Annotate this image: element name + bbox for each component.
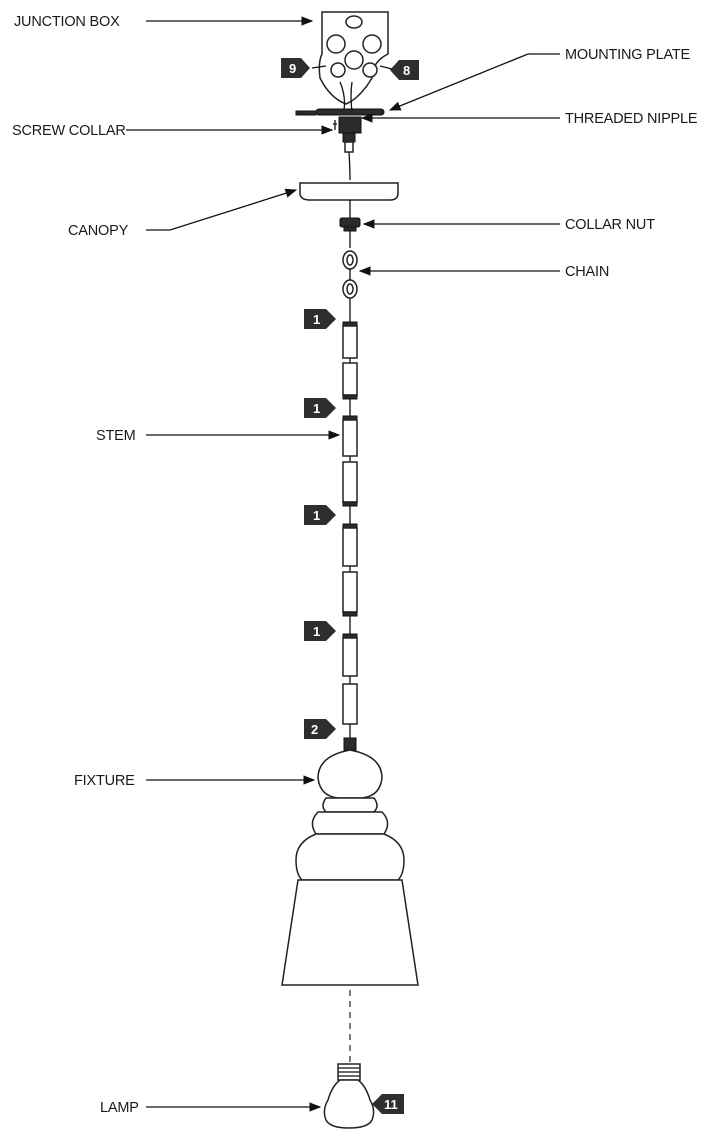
collar-nut-part [339,217,361,248]
label-mounting-plate: MOUNTING PLATE [565,47,691,63]
badge-11-text: 11 [384,1097,398,1112]
badge-1b-text: 1 [313,401,320,416]
badge-1d-text: 1 [313,624,320,639]
label-threaded-nipple: THREADED NIPPLE [565,111,698,127]
step-badge-2: 2 [304,719,336,739]
canopy-part [299,182,399,201]
badge-9-text: 9 [289,61,296,76]
badge-1c-text: 1 [313,508,320,523]
stem-part [342,321,358,751]
step-badge-1-b: 1 [304,398,336,418]
label-junction-box: JUNCTION BOX [14,14,120,30]
step-badge-1-c: 1 [304,505,336,525]
junction-box-part [311,11,397,113]
label-fixture: FIXTURE [74,773,135,789]
chain-part [342,250,358,322]
mounting-plate-leader [388,53,560,111]
mounting-plate-part [295,108,385,116]
label-canopy: CANOPY [68,223,129,239]
badge-8-text: 8 [403,63,410,78]
label-stem: STEM [96,428,135,444]
lamp-part [323,1063,375,1129]
canopy-leader [146,188,298,231]
step-badge-1-d: 1 [304,621,336,641]
label-lamp: LAMP [100,1100,139,1116]
step-badge-9: 9 [281,58,310,78]
step-badge-11: 11 [372,1094,404,1114]
screw-collar-part [333,116,362,181]
label-screw-collar: SCREW COLLAR [12,123,126,139]
badge-1a-text: 1 [313,312,320,327]
step-badge-1-a: 1 [304,309,336,329]
label-chain: CHAIN [565,264,609,280]
step-badge-8: 8 [390,60,419,80]
fixture-part [281,749,419,986]
badge-2-text: 2 [311,722,318,737]
label-collar-nut: COLLAR NUT [565,217,655,233]
